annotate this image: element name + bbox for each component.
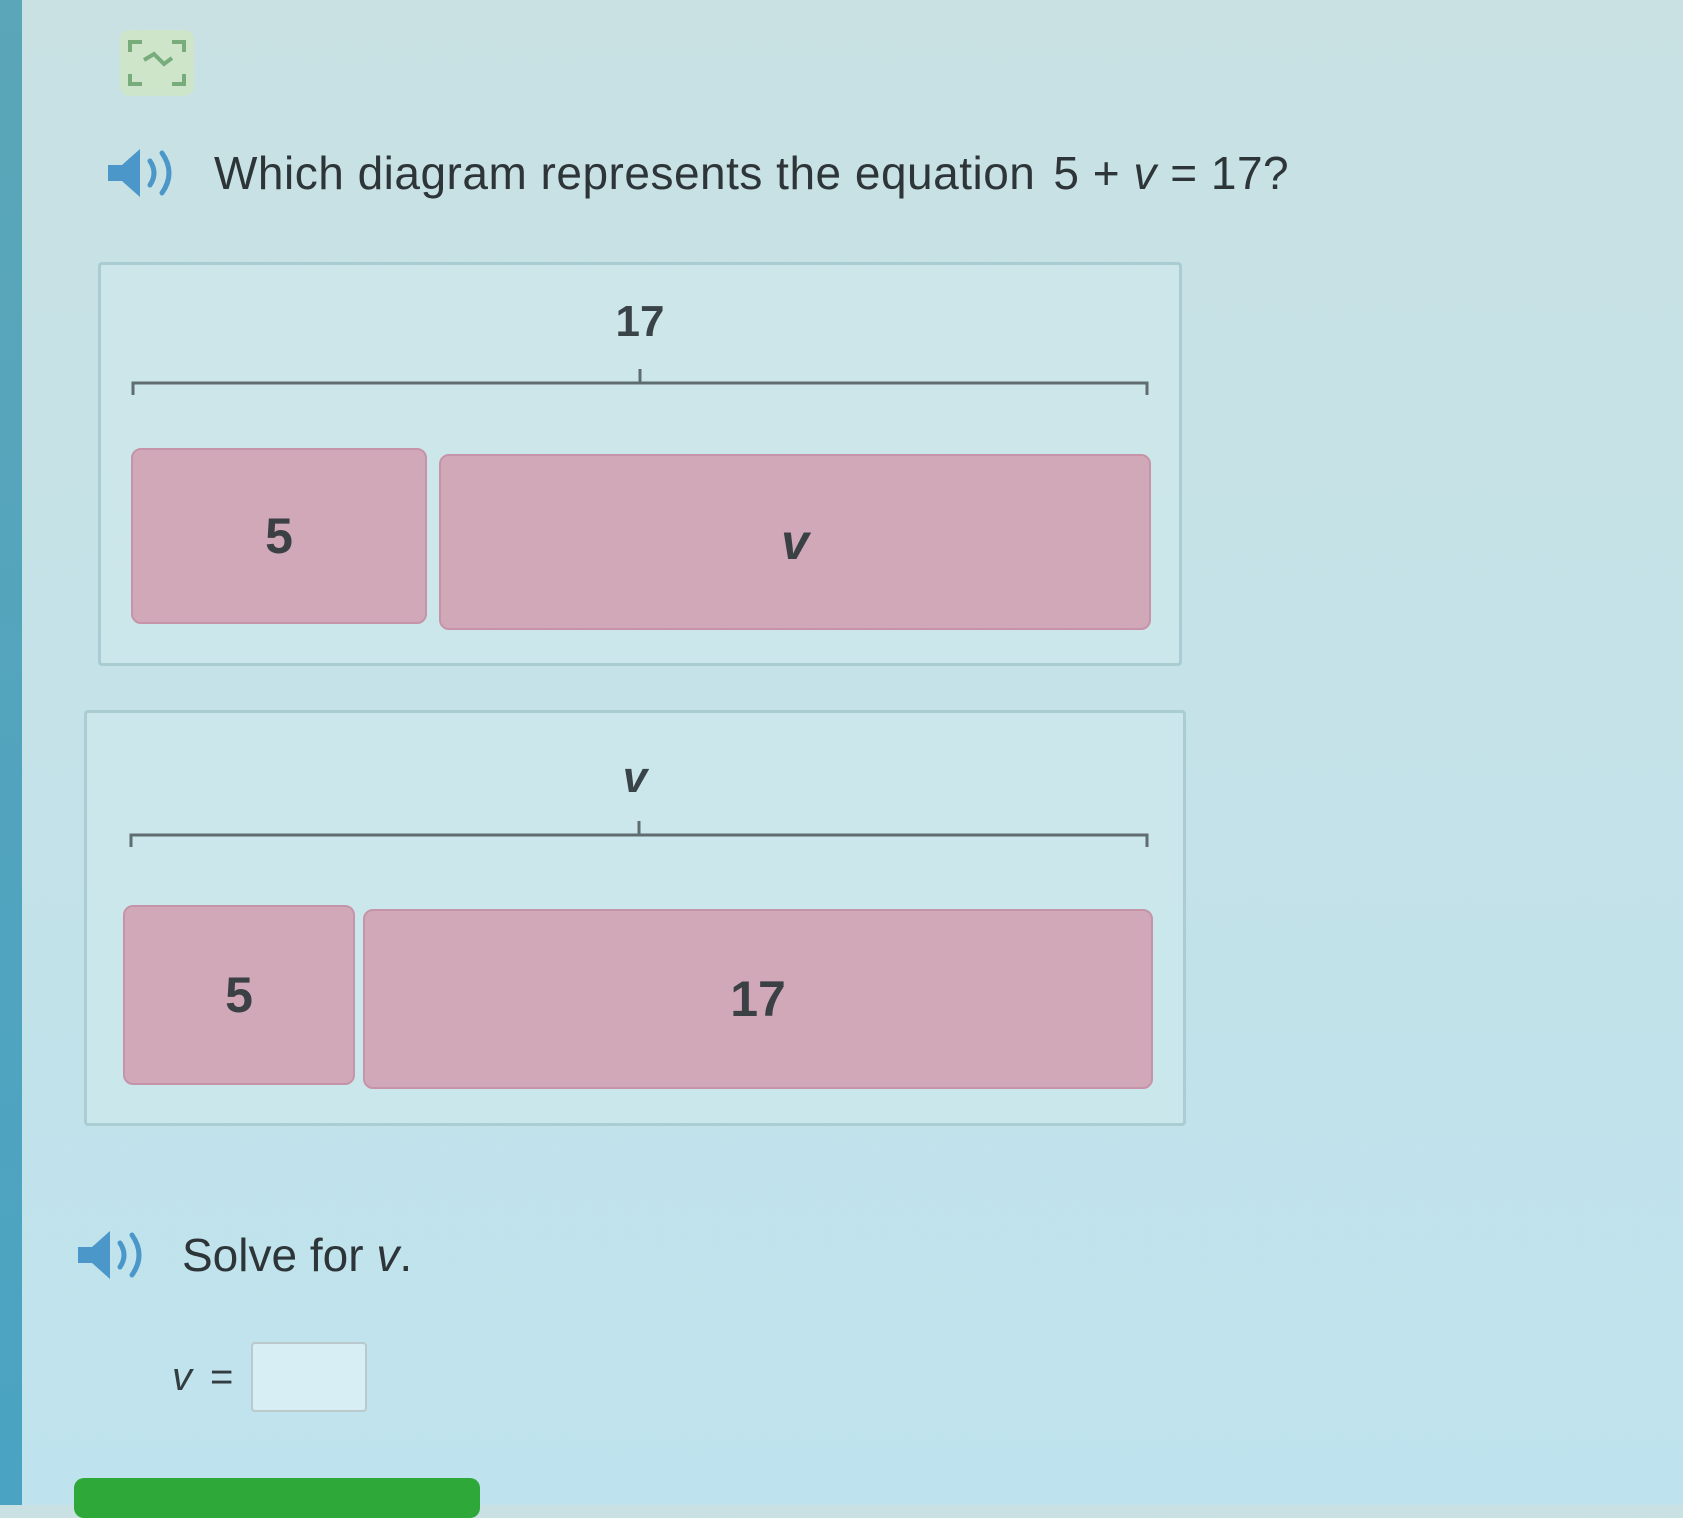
answer-input[interactable] xyxy=(251,1342,368,1412)
diagram-2-brace xyxy=(129,821,1149,847)
answer-row: v = xyxy=(172,1340,368,1414)
speaker-icon[interactable] xyxy=(74,1225,154,1285)
question-row: Which diagram represents the equation 5 +… xyxy=(104,138,1289,208)
equation-plus: + xyxy=(1092,147,1121,199)
diagram-1-total-label: 17 xyxy=(615,297,665,346)
choice-diagram-2[interactable]: v 5 17 xyxy=(84,710,1186,1126)
solve-row: Solve for v. xyxy=(74,1222,412,1288)
scan-icon[interactable] xyxy=(120,30,194,96)
speaker-icon[interactable] xyxy=(104,143,184,203)
left-sidebar-strip xyxy=(0,0,22,1505)
answer-variable: v xyxy=(172,1354,192,1399)
choice-diagram-1[interactable]: 17 5 v xyxy=(98,262,1182,666)
equation-variable: v xyxy=(1133,147,1157,199)
question-text: Which diagram represents the equation 5 +… xyxy=(214,146,1289,200)
diagram-1-part-bar: 5 xyxy=(131,448,427,624)
submit-button[interactable] xyxy=(74,1478,480,1518)
solve-variable: v xyxy=(376,1229,400,1281)
equation-left: 5 xyxy=(1053,147,1080,199)
diagram-2-value-bar: 17 xyxy=(363,909,1153,1089)
solve-suffix: . xyxy=(399,1229,413,1281)
solve-prefix: Solve for xyxy=(182,1229,364,1281)
diagram-1-brace xyxy=(131,369,1149,395)
answer-equals: = xyxy=(210,1354,234,1399)
diagram-2-part-bar: 5 xyxy=(123,905,355,1085)
diagram-1-variable-bar: v xyxy=(439,454,1151,630)
equation: 5 + v = 17 xyxy=(1053,147,1263,199)
equation-equals: = xyxy=(1170,147,1198,199)
equation-right: 17 xyxy=(1210,147,1264,199)
solve-instruction: Solve for v. xyxy=(182,1228,412,1282)
diagram-2-total-label: v xyxy=(622,753,648,802)
question-mark: ? xyxy=(1263,147,1290,199)
question-prompt: Which diagram represents the equation xyxy=(214,147,1036,199)
